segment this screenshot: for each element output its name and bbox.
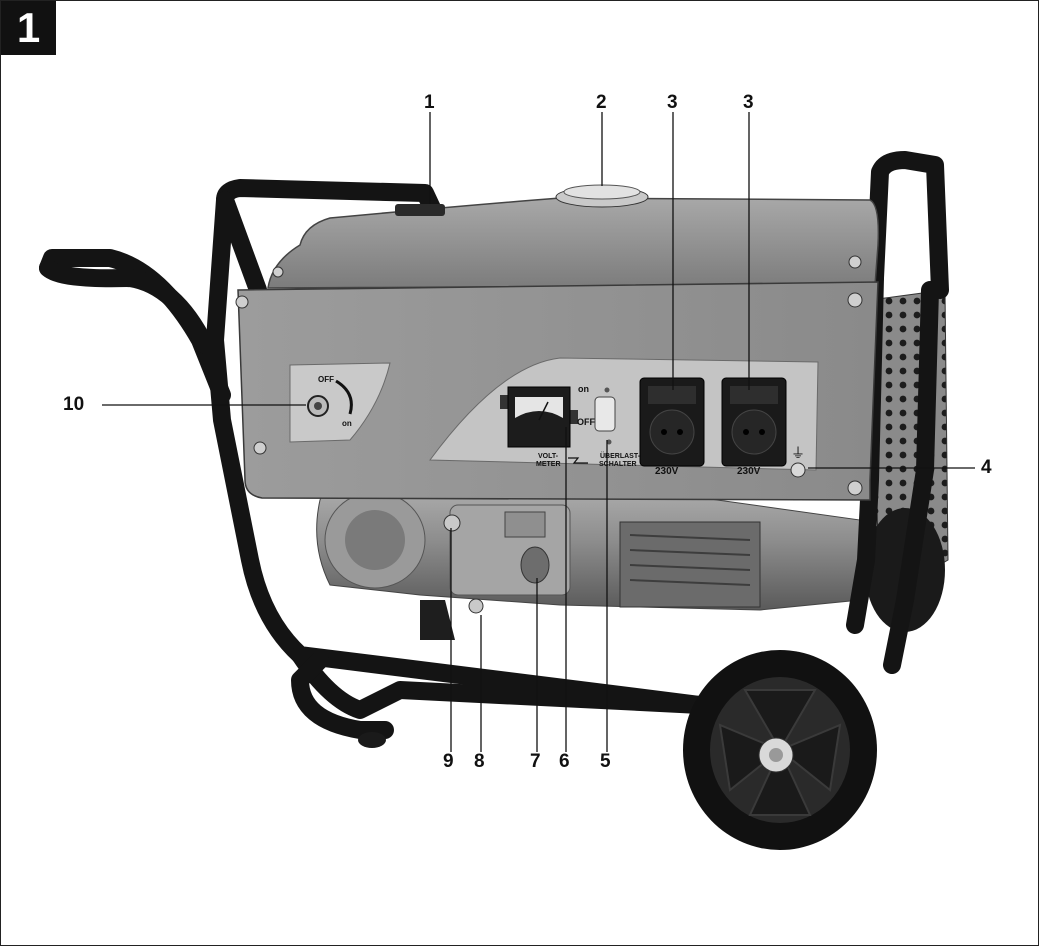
voltmeter-label-2: METER [536, 461, 561, 468]
ground-terminal: ⏚ [790, 445, 806, 478]
socket-left-voltage: 230V [655, 466, 679, 477]
switch-on-label: on [578, 384, 589, 394]
callout-2: 2 [596, 92, 607, 113]
callout-5: 5 [600, 751, 611, 772]
figure-number: 1 [1, 1, 56, 55]
front-wheel [683, 650, 877, 850]
choke-off-label: OFF [318, 375, 334, 384]
frame-foot [358, 732, 386, 748]
overload-switch: on OFF ÜBERLAST- SCHALTER [568, 384, 641, 468]
callout-8: 8 [474, 751, 485, 772]
fuel-tank [267, 184, 880, 289]
overload-label-1: ÜBERLAST- [600, 451, 641, 460]
choke-on-label: on [342, 419, 352, 428]
overload-label-2: SCHALTER [599, 461, 637, 468]
socket-left: 230V [639, 377, 705, 477]
socket-right-voltage: 230V [737, 466, 761, 477]
choke-knob: OFF on [307, 375, 353, 428]
callout-leaders [102, 112, 975, 752]
voltmeter: VOLT- METER [500, 386, 578, 468]
tube-frame [39, 151, 949, 739]
switch-off-label: OFF [577, 417, 595, 427]
callout-3-left: 3 [667, 92, 678, 113]
callout-7: 7 [530, 751, 541, 772]
callout-6: 6 [559, 751, 570, 772]
callout-3-right: 3 [743, 92, 754, 113]
callout-1: 1 [424, 92, 435, 113]
callout-4: 4 [981, 457, 992, 478]
callout-9: 9 [443, 751, 454, 772]
socket-right: 230V [721, 377, 787, 477]
engine-block [316, 473, 861, 640]
voltmeter-label-1: VOLT- [538, 453, 559, 460]
callout-10: 10 [63, 394, 85, 415]
ground-symbol: ⏚ [791, 445, 805, 461]
